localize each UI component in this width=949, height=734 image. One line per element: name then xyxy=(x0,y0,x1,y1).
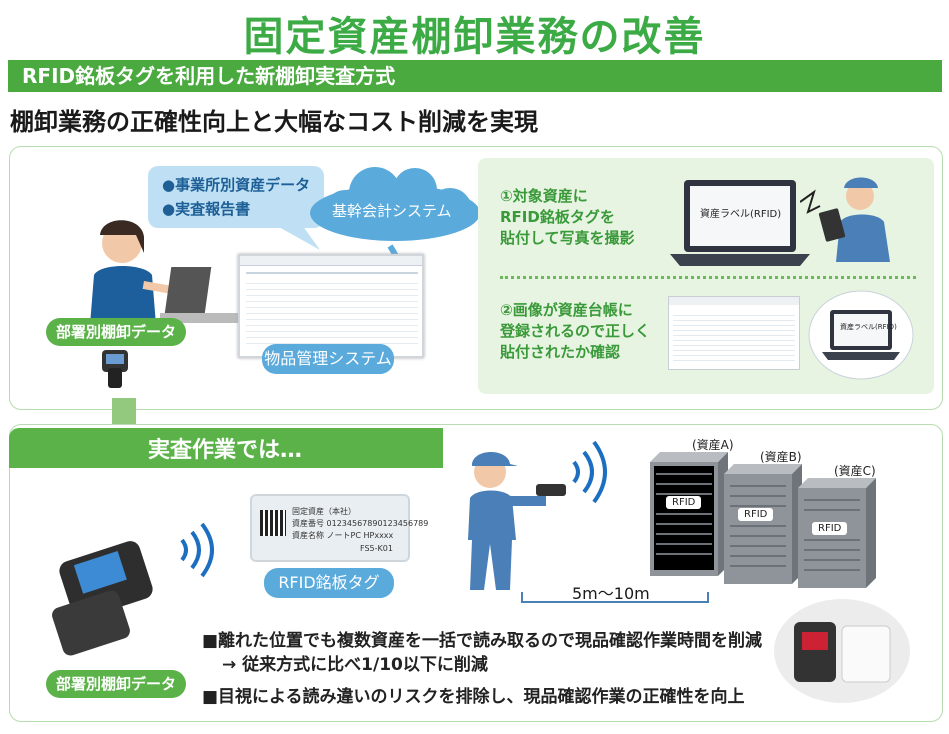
handheld-scanner-icon xyxy=(102,350,128,388)
page-title: 固定資産棚卸業務の改善 xyxy=(243,14,706,60)
laptop-screen-label: 資産ラベル(RFID) xyxy=(700,209,782,220)
ledger-screenshot xyxy=(668,296,800,370)
dept-data-label: 部署別棚卸データ xyxy=(46,318,186,346)
laptop-zoom-icon xyxy=(808,290,914,380)
subtitle: 棚卸業務の正確性向上と大幅なコスト削減を実現 xyxy=(10,108,538,136)
section-title: 実査作業では… xyxy=(148,438,303,463)
benefit-sub-text: → 従来方式に比べ1/10以下に削減 xyxy=(222,655,488,675)
tag-line: 資産番号 01234567890123456789 xyxy=(292,519,429,528)
cloud-icon xyxy=(310,167,480,241)
bubble-tail xyxy=(270,222,320,250)
rack-rfid-label: RFID xyxy=(738,508,774,521)
signal-waves-icon xyxy=(572,440,607,504)
server-rack-icon xyxy=(650,452,728,576)
cloud-label: 基幹会計システム xyxy=(332,202,452,220)
rfid-tag-label: RFID銘板タグ xyxy=(264,568,394,598)
distance-label: 5m～10m xyxy=(572,584,650,603)
step2-text: ②画像が資産台帳に 登録されるので正しく 貼付されたか確認 xyxy=(500,300,650,363)
worker-tablet-illustration xyxy=(800,177,890,262)
laptop-icon xyxy=(670,180,810,266)
step1-text: ①対象資産に RFID銘板タグを 貼付して写真を撮影 xyxy=(500,186,635,249)
header-bar xyxy=(8,60,942,92)
office-worker-illustration xyxy=(90,220,250,325)
printer-photo xyxy=(774,599,910,703)
section-header xyxy=(9,428,443,468)
step2-line: ②画像が資産台帳に xyxy=(500,301,633,319)
bubble-item: ●事業所別資産データ xyxy=(162,176,311,194)
rack-label: (資産B) xyxy=(760,450,802,464)
step2-line: 登録されるので正しく xyxy=(500,322,651,340)
handheld-reader-illustration xyxy=(52,541,153,656)
step1-line: ①対象資産に xyxy=(500,187,588,205)
system-label: 物品管理システム xyxy=(262,344,394,374)
dept-data-label-bottom: 部署別棚卸データ xyxy=(46,670,186,698)
qr-code-icon xyxy=(260,510,286,536)
benefit-text: ■離れた位置でも複数資産を一括で読み取るので現品確認作業時間を削減 xyxy=(202,631,763,651)
worker-reader-illustration xyxy=(468,452,566,590)
signal-waves-icon xyxy=(180,522,214,578)
header-bar-label: RFID銘板タグを利用した新棚卸実査方式 xyxy=(22,64,396,88)
tag-line: 固定資産（本社） xyxy=(292,507,356,516)
rack-label: (資産C) xyxy=(834,464,876,478)
system-screenshot xyxy=(238,254,424,358)
distance-bracket xyxy=(521,592,709,603)
tag-line: 資産名称 ノートPC HPxxxx xyxy=(292,531,394,540)
divider xyxy=(500,276,916,279)
step1-line: RFID銘板タグを xyxy=(500,208,615,226)
laptop-zoom-label: 資産ラベル(RFID) xyxy=(840,323,897,331)
server-rack-icon xyxy=(798,478,876,588)
step1-line: 貼付して写真を撮影 xyxy=(500,229,635,247)
rack-rfid-label: RFID xyxy=(666,496,702,509)
tag-small: FS5-K01 xyxy=(360,544,393,553)
rack-label: (資産A) xyxy=(692,438,734,452)
bubble-item: ●実査報告書 xyxy=(162,200,251,218)
server-rack-icon xyxy=(724,464,802,584)
benefit-text: ■目視による読み違いのリスクを排除し、現品確認作業の正確性を向上 xyxy=(202,687,745,707)
data-bubble xyxy=(148,166,324,228)
step2-line: 貼付されたか確認 xyxy=(500,343,621,361)
rack-rfid-label: RFID xyxy=(812,522,848,535)
rfid-tag-card: 固定資産（本社） 資産番号 01234567890123456789 資産名称 … xyxy=(250,494,428,562)
